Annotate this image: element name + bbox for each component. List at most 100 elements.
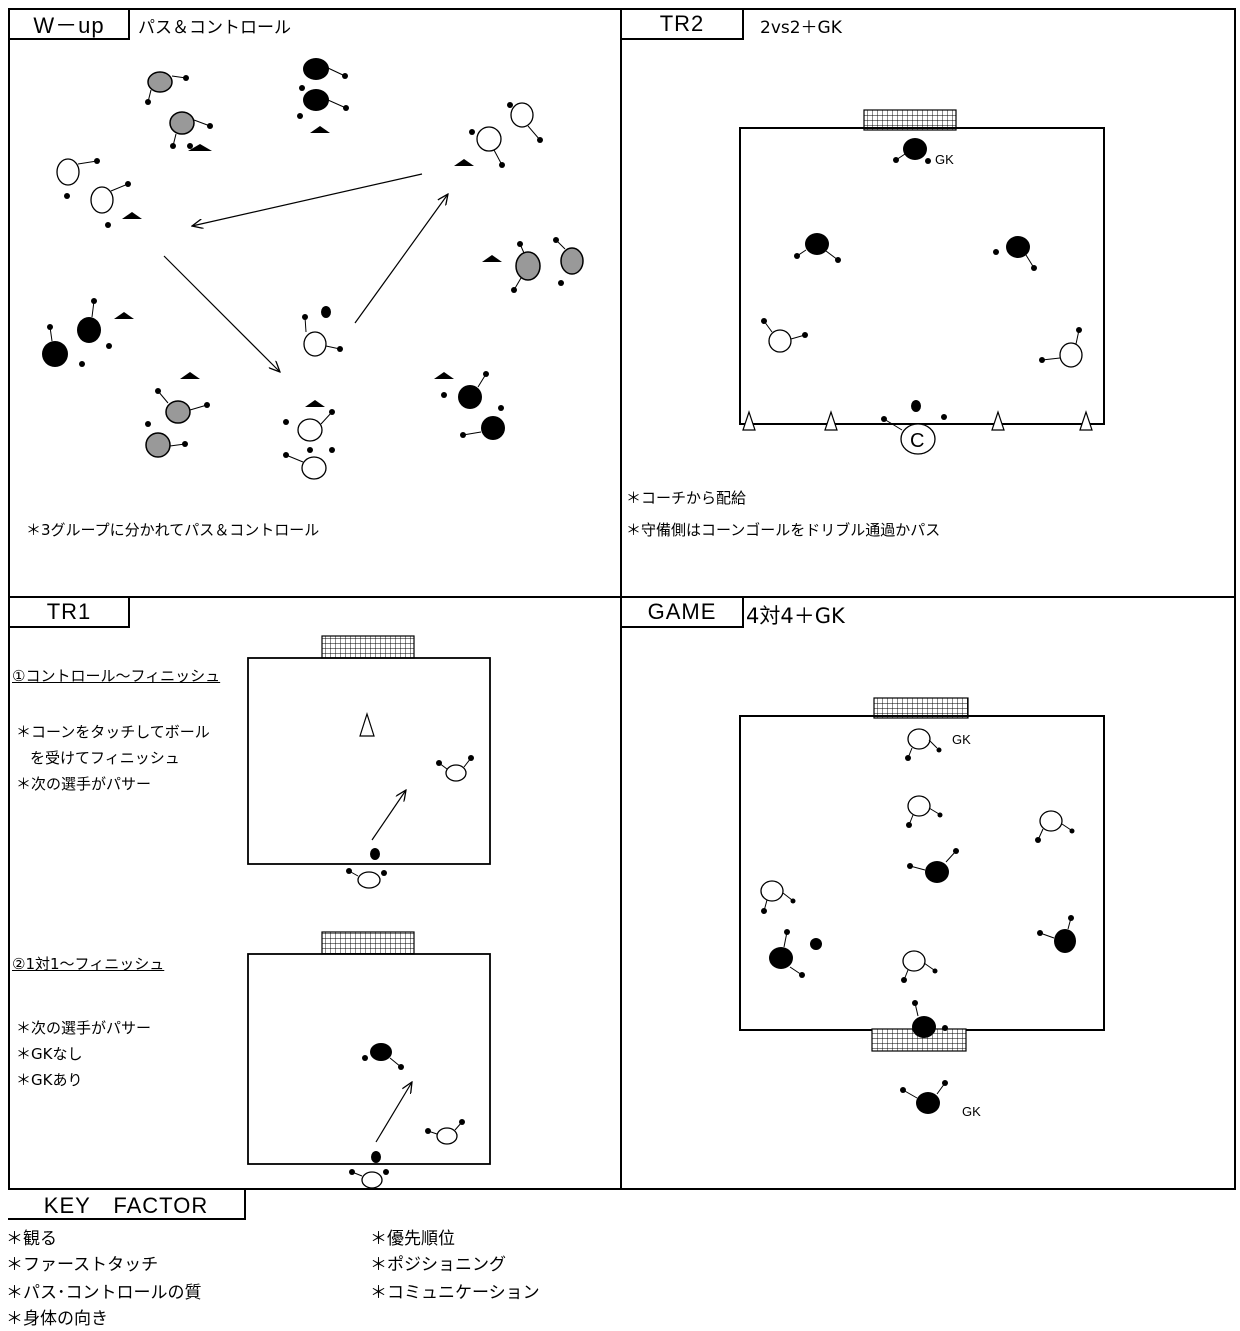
pass-arrow [192,173,423,226]
wup-tab: W－up [10,10,130,40]
pass-arrow [354,194,448,324]
cone-marker [991,410,1005,431]
player-white [303,331,327,357]
wup-note: ＊3グループに分かれてパス＆コントロール [26,521,320,539]
tr2-note: ＊守備側はコーンゴールをドリブル通過かパス [626,521,941,539]
player-black [769,947,793,969]
foot-icon [469,129,475,135]
player-white [357,871,381,889]
key-factor-title: KEY FACTOR [8,1190,246,1220]
cone-marker [1079,410,1093,431]
foot-icon [558,280,564,286]
foot-icon [145,421,151,427]
cone-marker [310,126,330,133]
ball-icon [187,143,193,149]
player-black [1006,236,1030,258]
player-grey [515,251,541,281]
cone-marker [122,212,142,219]
player-white [760,880,784,902]
key-factor-item: ＊ファーストタッチ [6,1255,159,1275]
tr1-diagram [247,635,491,1189]
foot-icon [79,361,85,367]
grey-group-bottom [145,372,210,458]
player-black [370,1043,392,1061]
cone-marker [359,712,375,737]
key-factor-item: ＊優先順位 [370,1229,455,1249]
game-player-white [760,880,796,914]
tr2-diagram: GK [739,109,1105,455]
foot-icon [1069,828,1075,834]
foot-icon [381,870,387,876]
tr1-part2-title: ②1対1～フィニッシュ [12,955,165,973]
player-black [805,233,829,255]
player-white [907,795,931,817]
ball-icon [810,938,822,950]
goal-net [321,931,415,955]
game-player-black [912,1000,948,1038]
foot-icon [106,343,112,349]
tr1-part1-title: ①コントロール～フィニッシュ [12,667,221,685]
cone-marker [188,144,212,151]
game-player-black [1037,915,1076,953]
cone-marker [824,410,838,431]
cone-marker [454,159,474,166]
game-player-white [906,795,943,828]
pitch-outline [247,953,491,1165]
game-goalkeeper-black: GK [900,1080,981,1119]
player-black [481,416,505,440]
player-black [912,1016,936,1038]
key-factor-item: ＊パス･コントロールの質 [6,1283,202,1303]
cone-marker [434,372,454,379]
gk-bottom-label: GK [962,1104,981,1119]
key-factor-item: ＊身体の向き [6,1309,108,1329]
gk-top-label: GK [952,732,971,747]
player-grey [145,432,171,458]
game-subtitle: 4対4＋GK [746,604,845,628]
player-black [42,341,68,367]
tr2-panel: TR2 2vs2＋GK GK [620,8,1236,598]
foot-icon [941,414,947,420]
foot-icon [936,747,942,753]
player-white [1039,810,1063,832]
cone-marker [305,400,325,407]
player-black [1054,929,1076,953]
foot-icon [307,447,313,453]
grey-group-top-left [145,71,213,151]
tr2-defender [993,236,1037,271]
player-black [303,58,329,80]
tr1-part1-note: ＊次の選手がパサー [16,775,152,793]
game-player-white [901,950,938,983]
game-goalkeeper-white: GK [905,728,971,761]
black-group-bottom-right [434,371,505,440]
game-player-white [1035,810,1075,843]
grey-group-right [482,237,584,293]
black-group-top [297,58,349,133]
white-group-right [454,102,543,168]
ball-icon [370,848,380,860]
foot-icon [441,392,447,398]
game-player-black [769,929,822,978]
foot-icon [64,193,70,199]
pitch-outline [739,715,1105,1031]
game-diagram: GK [739,697,1105,1119]
ball-icon [911,400,921,412]
tr1-passer [346,848,387,889]
tr2-attacker [761,318,808,353]
white-group-center [302,306,343,357]
gk-label: GK [935,152,954,167]
game-tab: GAME [622,598,744,628]
goal-net [863,109,957,131]
player-black [903,138,927,160]
ball-icon [321,306,331,318]
foot-icon [362,1055,368,1061]
foot-icon [507,102,513,108]
player-black [916,1092,940,1114]
foot-icon [297,113,303,119]
wup-diagram [42,58,584,480]
player-white [768,329,792,353]
cone-marker [742,410,756,431]
foot-icon [329,447,335,453]
player-grey [147,71,173,93]
player-grey [165,400,191,424]
foot-icon [283,419,289,425]
